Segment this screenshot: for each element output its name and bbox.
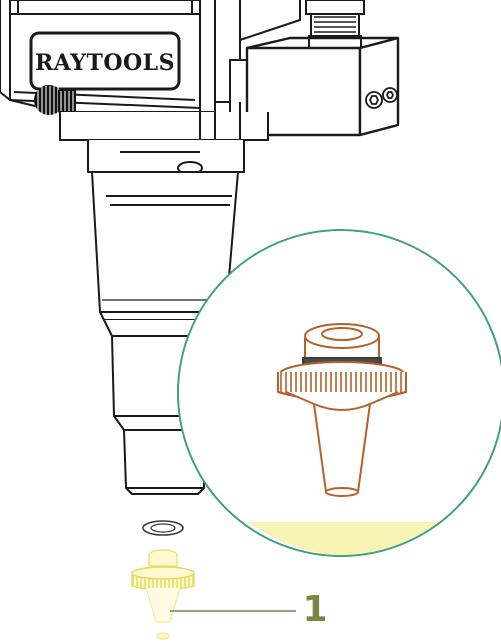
mid-collar bbox=[59, 102, 269, 175]
gas-fitting bbox=[305, 0, 365, 53]
brand-label: RAYTOOLS bbox=[35, 50, 175, 76]
brand-plate: RAYTOOLS bbox=[29, 31, 181, 91]
knurled-knob-icon bbox=[34, 85, 76, 116]
nozzle-icon bbox=[277, 323, 407, 497]
step-indicator: 1 bbox=[170, 589, 328, 630]
step-number: 1 bbox=[302, 589, 327, 630]
exploded-nozzle bbox=[131, 520, 195, 640]
hex-socket-screw-icon bbox=[365, 87, 398, 109]
side-block bbox=[245, 36, 400, 137]
